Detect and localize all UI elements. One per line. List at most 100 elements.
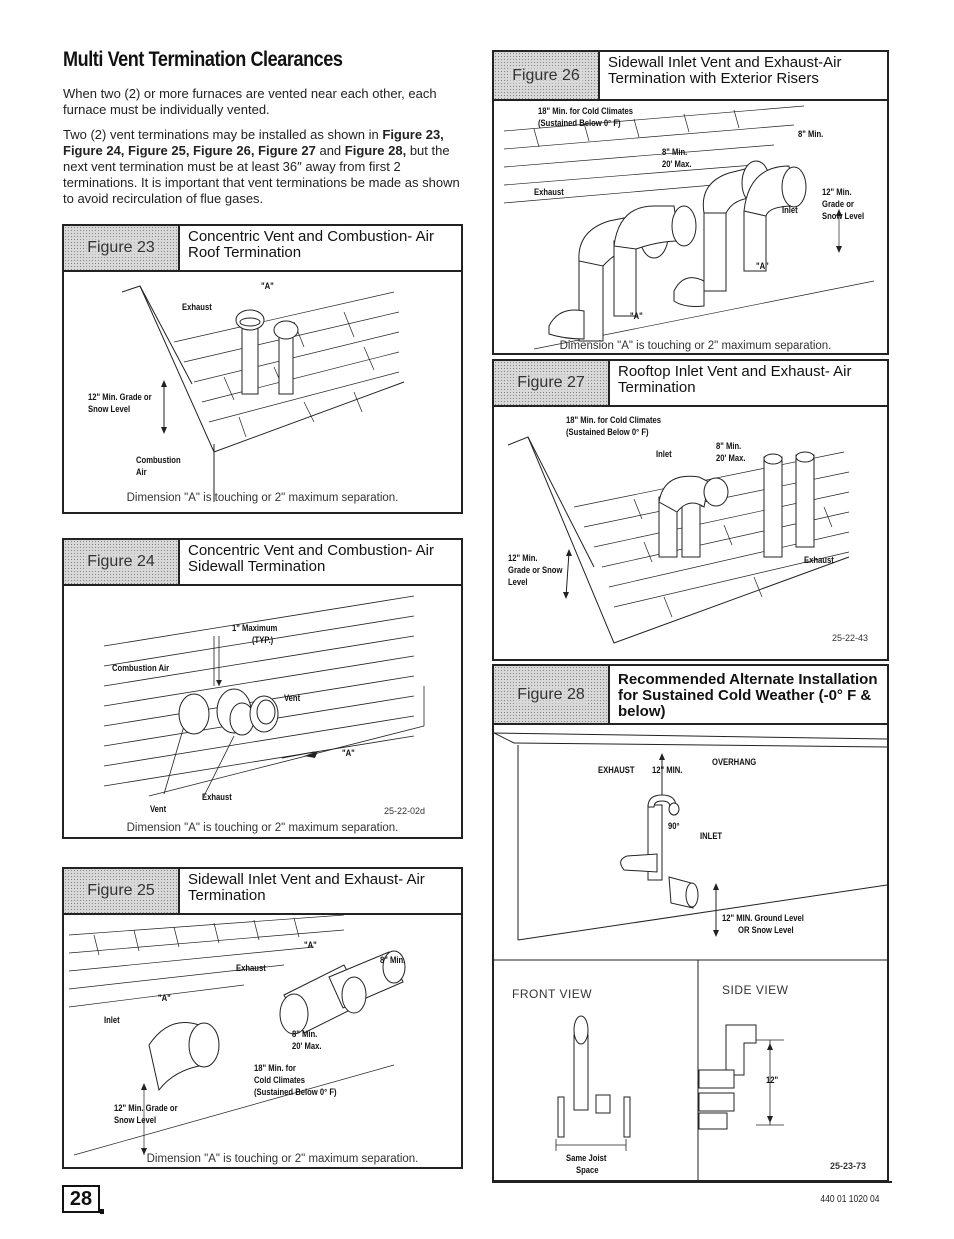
front-view-label: FRONT VIEW <box>512 987 593 1001</box>
figure-23-caption: Dimension "A" is touching or 2" maximum … <box>126 492 399 504</box>
figure-23: Figure 23 Concentric Vent and Combustion… <box>62 224 463 514</box>
exhaust-label: Exhaust <box>236 963 266 973</box>
dimension-a-label: "A" <box>342 748 355 758</box>
page-number-tab <box>100 1209 104 1214</box>
min-12-label: 12" Min. <box>508 553 538 563</box>
min-12-label: 12" MIN. <box>652 765 683 775</box>
snow-level-label: Snow Level <box>88 404 131 414</box>
min-8-label: 8" Min. <box>798 129 824 139</box>
figure-25: Figure 25 Sidewall Inlet Vent and Exhaus… <box>62 867 463 1169</box>
inlet-label: Inlet <box>104 1015 120 1025</box>
min-12-label: 12" Min. <box>822 187 852 197</box>
figure-26-caption: Dimension "A" is touching or 2" maximum … <box>559 340 832 352</box>
figure-code: 25-22-43 <box>832 633 869 643</box>
figure-27: Figure 27 Rooftop Inlet Vent and Exhaust… <box>492 359 889 661</box>
side-view-label: SIDE VIEW <box>722 983 789 997</box>
sidewall-inlet-exhaust-drawing <box>68 915 406 1156</box>
figure-25-diagram: "A" 8" Min. Exhaust "A" Inlet 8" Min. 20… <box>64 915 461 1167</box>
rooftop-termination-drawing <box>507 436 850 644</box>
exhaust-label: Exhaust <box>202 792 232 802</box>
grade-label: 12" Min. Grade or <box>88 392 152 402</box>
figure-23-label: Figure 23 <box>64 226 180 270</box>
inlet-label: Inlet <box>782 205 798 215</box>
dimension-a-label: "A" <box>261 281 274 291</box>
snow-level-label: OR Snow Level <box>738 925 794 935</box>
max-20-label: 20' Max. <box>662 159 692 169</box>
sidewall-termination-drawing <box>103 595 425 797</box>
document-code: 440 01 1020 04 <box>820 1194 880 1205</box>
overhang-label: OVERHANG <box>712 757 757 767</box>
figure-24-title: Concentric Vent and Combustion- Air Side… <box>188 542 434 575</box>
figure-28-diagram: OVERHANG EXHAUST 12" MIN. 90° INLET 12" … <box>494 725 887 1180</box>
combustion-air-label: Combustion Air <box>112 663 170 673</box>
figure-26-diagram: 18" Min. for Cold Climates (Sustained Be… <box>494 101 887 353</box>
page-title: Multi Vent Termination Clearances <box>63 48 343 71</box>
ground-level-label: 12" MIN. Ground Level <box>722 913 804 923</box>
roof-termination-drawing <box>121 285 405 502</box>
page-number: 28 <box>62 1185 100 1213</box>
same-joist-label: Same Joist <box>566 1153 607 1163</box>
space-label: Space <box>576 1165 599 1175</box>
figure-24: Figure 24 Concentric Vent and Combustion… <box>62 538 463 839</box>
exhaust-label: Exhaust <box>182 302 212 312</box>
figure-27-label: Figure 27 <box>494 361 610 405</box>
figure-27-title: Rooftop Inlet Vent and Exhaust- Air Term… <box>618 363 852 396</box>
dimension-a-left-label: "A" <box>630 311 643 321</box>
figure-code: 25-22-02d <box>384 806 426 816</box>
typical-label: (TYP.) <box>252 635 274 645</box>
inlet-label: INLET <box>700 831 723 841</box>
exhaust-label: EXHAUST <box>598 765 635 775</box>
exterior-risers-drawing <box>503 105 875 350</box>
figure-25-label: Figure 25 <box>64 869 180 913</box>
figure-code: 25-23-73 <box>830 1161 867 1171</box>
vent-label: Vent <box>284 693 301 703</box>
intro-paragraph: When two (2) or more furnaces are vented… <box>63 86 437 117</box>
height-12-label: 12" <box>766 1075 779 1085</box>
snow-level-label: Snow Level <box>822 211 865 221</box>
figure-24-label: Figure 24 <box>64 540 180 584</box>
figure-23-diagram: "A" Exhaust 12" Min. Grade or Snow Level… <box>64 272 461 512</box>
figure-25-caption: Dimension "A" is touching or 2" maximum … <box>146 1153 419 1165</box>
figure-24-caption: Dimension "A" is touching or 2" maximum … <box>126 822 399 834</box>
figure-28-label: Figure 28 <box>494 666 610 723</box>
min-8b-label: 8" Min. <box>292 1029 318 1039</box>
cold-climates-label-2: (Sustained Below 0° F) <box>538 118 621 128</box>
max-20-label: 20' Max. <box>292 1041 322 1051</box>
dimension-a-left-label: "A" <box>158 993 171 1003</box>
max-gap-label: 1" Maximum <box>232 623 278 633</box>
footer-rule <box>492 1181 892 1183</box>
figure-23-title: Concentric Vent and Combustion- Air Roof… <box>188 228 434 261</box>
vent-bottom-label: Vent <box>150 804 167 814</box>
cold-climates-label-2: Cold Climates <box>254 1075 306 1085</box>
figure-28-title: Recommended Alternate Installation for S… <box>618 671 878 720</box>
dimension-a-right-label: "A" <box>756 261 769 271</box>
inlet-label: Inlet <box>656 449 672 459</box>
air-label: Air <box>136 467 147 477</box>
max-20-label: 20' Max. <box>716 453 746 463</box>
min-8b-label: 8" Min. <box>662 147 688 157</box>
grade-label: 12" Min. Grade or <box>114 1103 178 1113</box>
figure-24-diagram: 1" Maximum (TYP.) Combustion Air Vent "A… <box>64 586 461 837</box>
cold-climates-label-3: (Sustained Below 0° F) <box>254 1087 337 1097</box>
figure-25-title: Sidewall Inlet Vent and Exhaust- Air Ter… <box>188 871 425 904</box>
figure-26-label: Figure 26 <box>494 52 600 99</box>
figure-28: Figure 28 Recommended Alternate Installa… <box>492 664 889 1182</box>
grade-label: Grade or Snow <box>508 565 563 575</box>
figure-27-diagram: 18" Min. for Cold Climates (Sustained Be… <box>494 407 887 659</box>
angle-90-label: 90° <box>668 821 680 831</box>
min-8-label: 8" Min. <box>716 441 742 451</box>
combustion-label: Combustion <box>136 455 181 465</box>
figure-26-title: Sidewall Inlet Vent and Exhaust-Air Term… <box>608 54 842 87</box>
snow-level-label: Snow Level <box>114 1115 157 1125</box>
cold-climates-label-1: 18" Min. for <box>254 1063 296 1073</box>
grade-label: Grade or <box>822 199 854 209</box>
cold-climates-label-2: (Sustained Below 0° F) <box>566 427 649 437</box>
exhaust-label: Exhaust <box>534 187 564 197</box>
instructions-paragraph: Two (2) vent terminations may be install… <box>63 127 460 206</box>
level-label: Level <box>508 577 528 587</box>
cold-climates-label-1: 18" Min. for Cold Climates <box>566 415 662 425</box>
min-8-label: 8" Min. <box>380 955 406 965</box>
cold-weather-installation-drawing <box>494 732 887 1180</box>
cold-climates-label-1: 18" Min. for Cold Climates <box>538 106 634 116</box>
exhaust-label: Exhaust <box>804 555 834 565</box>
